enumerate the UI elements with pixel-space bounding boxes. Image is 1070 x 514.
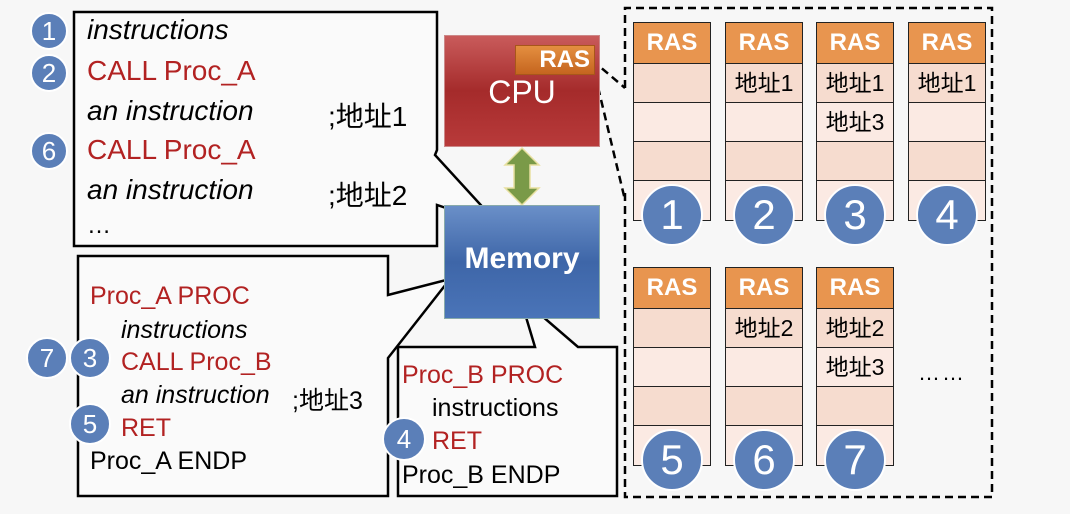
- ras-entry: 地址1: [726, 64, 802, 103]
- code-line: Proc_A ENDP: [90, 447, 248, 475]
- ras-stack-state: RAS: [633, 267, 711, 466]
- code-line: RET: [121, 414, 171, 442]
- ras-step-badge: 7: [824, 429, 886, 491]
- dashed-pointer-bottom: [590, 61, 627, 201]
- ras-step-badge: 2: [733, 184, 795, 246]
- ras-step-badge: 1: [641, 184, 703, 246]
- ras-entry: 地址3: [817, 348, 893, 387]
- ras-header: RAS: [817, 23, 893, 64]
- ras-entry: [817, 387, 893, 426]
- ras-entry: 地址3: [817, 103, 893, 142]
- memory-label: Memory: [464, 242, 580, 275]
- ras-entry: [634, 64, 710, 103]
- ras-header: RAS: [634, 23, 710, 64]
- code-line: instructions: [432, 394, 559, 422]
- memory-block: Memory: [444, 205, 600, 319]
- proc-b-callout: [396, 293, 619, 498]
- ras-entry: 地址2: [817, 309, 893, 348]
- step-badge: 4: [382, 417, 426, 461]
- ras-entry: 地址2: [726, 309, 802, 348]
- ras-step-badge: 3: [824, 184, 886, 246]
- step-badge: 6: [30, 132, 68, 170]
- cpu-ras-register: RAS: [515, 45, 595, 75]
- code-line: an instruction: [121, 381, 270, 409]
- code-line: CALL Proc_A: [87, 55, 256, 86]
- code-line: CALL Proc_B: [121, 348, 272, 376]
- code-comment: ;地址2: [328, 180, 408, 211]
- ras-entry: [634, 387, 710, 426]
- ras-entry: 地址1: [817, 64, 893, 103]
- code-line: instructions: [121, 316, 248, 344]
- code-line: CALL Proc_A: [87, 134, 256, 165]
- ras-header: RAS: [909, 23, 985, 64]
- step-badge: 5: [69, 403, 111, 445]
- step-badge: 7: [26, 337, 68, 379]
- ras-entry: [634, 142, 710, 181]
- code-comment: ;地址1: [328, 101, 408, 132]
- code-line: Proc_B ENDP: [402, 461, 561, 489]
- step-badge: 1: [30, 12, 68, 50]
- ras-header: RAS: [634, 268, 710, 309]
- code-line: RET: [432, 427, 482, 455]
- ras-header: RAS: [726, 268, 802, 309]
- ras-entry: [817, 142, 893, 181]
- ras-entry: [909, 142, 985, 181]
- code-line: an instruction: [87, 95, 254, 126]
- ras-step-badge: 4: [916, 184, 978, 246]
- code-ellipsis: …: [87, 212, 111, 239]
- ras-ellipsis: ……: [918, 360, 966, 385]
- proc-a-callout: [76, 254, 454, 498]
- bidirectional-arrow-icon: [503, 146, 541, 207]
- ras-entry: [726, 348, 802, 387]
- code-comment: ;地址3: [292, 387, 363, 415]
- ras-entry: [634, 348, 710, 387]
- cpu-block: RAS CPU: [444, 35, 600, 147]
- code-line: Proc_A PROC: [90, 282, 250, 310]
- ras-step-badge: 5: [641, 429, 703, 491]
- code-line: instructions: [87, 14, 229, 45]
- ras-entry: 地址1: [909, 64, 985, 103]
- ras-entry: [909, 103, 985, 142]
- code-line: Proc_B PROC: [402, 361, 564, 389]
- ras-header: RAS: [726, 23, 802, 64]
- step-badge: 2: [30, 54, 68, 92]
- ras-container: [623, 6, 994, 499]
- ras-entry: [726, 103, 802, 142]
- code-line: an instruction: [87, 174, 254, 205]
- cpu-label: CPU: [488, 74, 556, 110]
- ras-header: RAS: [817, 268, 893, 309]
- main-code-callout: [72, 10, 505, 248]
- ras-entry: [726, 142, 802, 181]
- ras-entry: [634, 309, 710, 348]
- step-badge: 3: [69, 337, 111, 379]
- ras-entry: [726, 387, 802, 426]
- ras-entry: [634, 103, 710, 142]
- ras-step-badge: 6: [733, 429, 795, 491]
